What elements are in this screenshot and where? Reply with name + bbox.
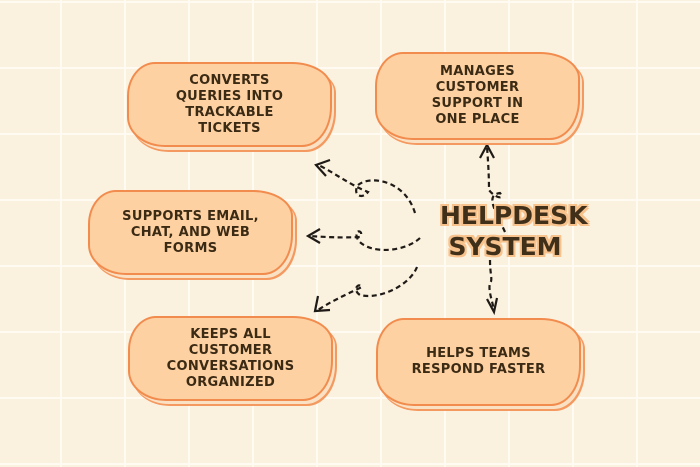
- node-keeps-organized: Keeps all customer conversations organiz…: [128, 316, 333, 401]
- arrow-head: [479, 142, 495, 159]
- arrow-head: [313, 295, 331, 313]
- node-shape: [88, 190, 293, 275]
- title-line-1: HELPDESK: [440, 201, 588, 230]
- arrow-to-manages: [485, 146, 507, 233]
- arrow-head: [305, 228, 321, 244]
- arrow-to-helps: [488, 259, 496, 311]
- node-label: Keeps all customer conversations organiz…: [166, 326, 295, 390]
- central-title: HELPDESK SYSTEM: [440, 200, 588, 262]
- node-supports-channels: Supports email, chat, and web forms: [88, 190, 293, 275]
- arrow-to-supports: [308, 230, 421, 252]
- node-manages-support: Manages customer support in one place: [375, 52, 580, 140]
- arrow-head: [486, 297, 499, 316]
- node-shape: [128, 316, 333, 401]
- node-converts-queries: Converts queries into trackable tickets: [127, 62, 332, 147]
- node-shape: [127, 62, 332, 147]
- node-label: Manages customer support in one place: [431, 64, 524, 127]
- node-shape: [376, 318, 581, 406]
- arrow-head: [314, 158, 331, 177]
- node-label: Helps teams respond faster: [411, 346, 546, 377]
- node-helps-teams: Helps teams respond faster: [376, 318, 581, 406]
- arrow-to-keeps: [317, 266, 419, 311]
- node-shape: [375, 52, 580, 140]
- node-label: Converts queries into trackable tickets: [175, 72, 284, 136]
- arrow-to-converts: [317, 163, 417, 214]
- node-label: Supports email, chat, and web forms: [122, 208, 259, 256]
- title-line-2: SYSTEM: [448, 232, 562, 261]
